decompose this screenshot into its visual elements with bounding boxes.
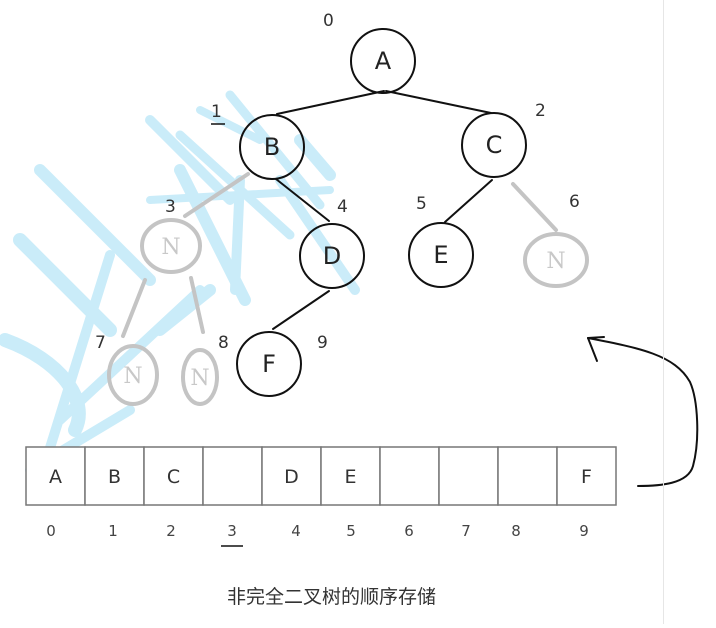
sequential-storage-array: A B C D E F [25,446,617,506]
tree-nodes: A B C N D E N N N F [107,28,589,406]
tree-node-a: A [350,28,416,94]
tree-edge-2-5 [444,179,493,223]
null-node-3: N [140,218,202,274]
array-cell-1: B [84,446,145,506]
figure-caption: 非完全二叉树的顺序存储 [226,586,436,608]
node-label: C [486,131,503,159]
node-label: B [264,133,280,161]
array-cell-4: D [261,446,322,506]
array-index-2: 2 [166,522,176,540]
node-circle [181,348,219,406]
node-label: N [123,364,142,389]
curved-arrow-line [587,337,699,487]
null-node-8: N [181,348,219,406]
node-index-label: 5 [416,194,427,214]
node-label: E [433,241,448,269]
array-cell-box [320,446,381,506]
array-cell-5: E [320,446,381,506]
node-circle [236,331,302,397]
arrow-head-stroke [587,337,598,362]
array-cell-value: B [108,466,121,488]
node-index-label: 3 [165,197,176,217]
null-node-7: N [107,344,159,406]
array-index-9: 9 [579,522,589,540]
page-divider [663,0,664,624]
array-index-5: 5 [346,522,356,540]
tree-node-e: E [408,222,474,288]
array-cell-box [556,446,617,506]
array-cell-value: C [167,466,180,488]
array-cell-0: A [25,446,86,506]
array-cell-box [379,446,440,506]
array-cell-6 [379,446,440,506]
node-circle [140,218,202,274]
tree-edge-0-1 [276,90,385,115]
array-index-1: 1 [108,522,118,540]
arrow-head-stroke [587,336,605,339]
node-circle [107,344,159,406]
tree-edge-0-2 [385,90,492,114]
array-cell-box [202,446,263,506]
node-label: N [161,235,180,260]
array-cell-7 [438,446,499,506]
tree-edge-4-9 [272,290,330,330]
node-circle [239,114,305,180]
array-cell-box [438,446,499,506]
node-index-label: 7 [95,333,106,353]
watermark [0,90,360,485]
array-cell-box [497,446,558,506]
tree-node-b: B [239,114,305,180]
node-label: N [546,249,565,274]
array-cell-2: C [143,446,204,506]
node-circle [408,222,474,288]
node-label: A [375,47,392,75]
tree-edges [121,90,558,338]
node-circle [350,28,416,94]
tree-node-f: F [236,331,302,397]
node-index-label: 6 [569,192,580,212]
tree-edge-3-8 [189,276,205,334]
array-cell-3 [202,446,263,506]
node-index-label: 4 [337,197,348,217]
node-circle [461,112,527,178]
tree-edge-3-7 [121,278,147,338]
tree-edge-1-4 [275,178,330,222]
node-circle [299,223,365,289]
array-cell-value: D [284,466,299,488]
tree-node-c: C [461,112,527,178]
array-index-row: 0 1 2 3 4 5 6 7 8 9 [46,522,589,547]
array-cell-value: F [581,466,592,488]
tree-edge-1-3 [183,172,250,218]
array-index-7: 7 [461,522,471,540]
array-index-4: 4 [291,522,301,540]
tree-edge-2-6 [511,182,558,232]
array-cell-9: F [556,446,617,506]
curved-arrow [587,336,699,487]
array-cell-box [143,446,204,506]
array-index-0: 0 [46,522,56,540]
node-index-label: 8 [218,333,229,353]
node-label: N [190,366,209,391]
array-index-8: 8 [511,522,521,540]
node-label: F [262,350,276,378]
array-index-6: 6 [404,522,414,540]
array-index-3: 3 [227,522,237,540]
node-index-label: 0 [323,11,334,31]
node-circle [523,232,589,288]
tree-index-labels: 0 1 2 3 4 5 6 7 8 9 [95,11,580,353]
array-cell-8 [497,446,558,506]
node-index-label: 1 [211,102,222,122]
node-index-label: 2 [535,101,546,121]
array-cell-box [84,446,145,506]
null-node-6: N [523,232,589,288]
array-cell-value: E [344,466,356,488]
tree-node-d: D [299,223,365,289]
node-index-label: 9 [317,333,328,353]
node-label: D [323,242,341,270]
array-cell-value: A [49,466,62,488]
array-cell-box [25,446,86,506]
